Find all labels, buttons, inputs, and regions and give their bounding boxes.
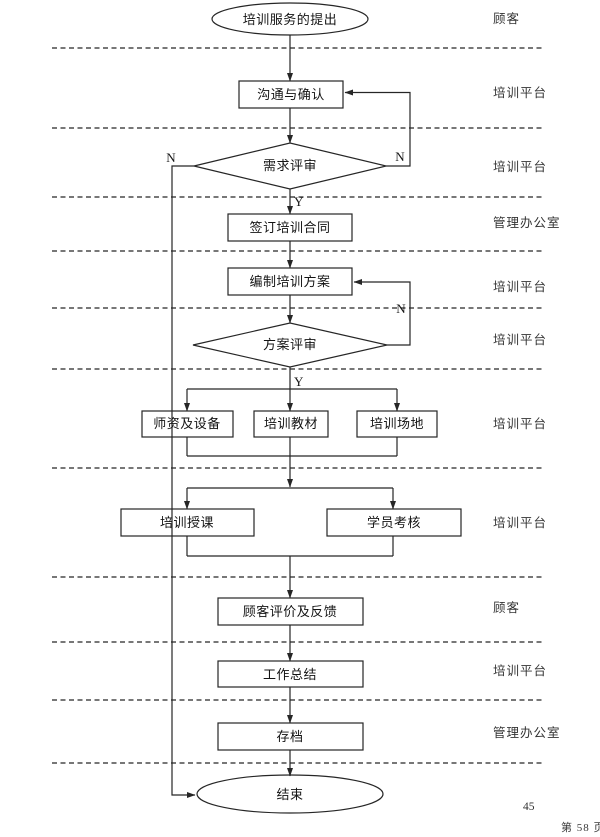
training-venue-box [356, 410, 438, 438]
sign-contract-label: 签订培训合同 [249, 220, 330, 235]
branch-labels: Y N N N Y [166, 149, 406, 389]
lane-label-office-1: 管理办公室 [493, 215, 561, 230]
training-lecture-label: 培训授课 [160, 515, 214, 530]
arrow-demand-no-to-end [171, 165, 196, 798]
lane-label-platform-3: 培训平台 [493, 279, 547, 294]
communicate-label: 沟通与确认 [257, 87, 325, 102]
lane-label-platform-7: 培训平台 [493, 663, 547, 678]
training-venue-label: 培训场地 [370, 416, 424, 431]
archive-box [217, 722, 364, 751]
lane-label-platform-2: 培训平台 [493, 159, 547, 174]
student-assessment-box [326, 508, 462, 537]
end-label: 结束 [276, 787, 303, 802]
prepare-plan-label: 编制培训方案 [249, 274, 330, 289]
arrow-demand-no-to-communicate [344, 89, 411, 167]
training-materials-label: 培训教材 [264, 416, 318, 431]
plan-no-label: N [396, 301, 406, 316]
plan-review-label: 方案评审 [263, 337, 317, 352]
work-summary-label: 工作总结 [263, 667, 317, 682]
footer-page-label: 第 58 页 [561, 820, 600, 834]
lane-label-platform-4: 培训平台 [493, 332, 547, 347]
prepare-plan-box [227, 267, 353, 296]
lane-label-customer-1: 顾客 [493, 11, 520, 26]
demand-no-right-label: N [395, 149, 405, 164]
lane-label-customer-2: 顾客 [493, 600, 520, 615]
teachers-equipment-box [141, 410, 234, 438]
demand-review-label: 需求评审 [263, 158, 317, 173]
lane-label-platform-5: 培训平台 [493, 416, 547, 431]
teachers-equipment-label: 师资及设备 [153, 416, 221, 431]
arrow-review-no-to-plan [353, 279, 411, 346]
communicate-box [238, 80, 344, 109]
archive-label: 存档 [276, 729, 303, 744]
work-summary-box [217, 660, 364, 688]
lane-label-office-2: 管理办公室 [493, 725, 561, 740]
demand-yes-label: Y [294, 194, 304, 209]
lane-labels: 顾客 培训平台 培训平台 管理办公室 培训平台 培训平台 培训平台 培训平台 顾… [493, 11, 561, 740]
flowchart-shapes [120, 2, 462, 814]
start-label: 培训服务的提出 [243, 12, 338, 27]
student-assessment-label: 学员考核 [367, 515, 421, 530]
page-number: 45 [523, 801, 535, 813]
training-materials-box [253, 410, 329, 438]
lane-dividers [52, 47, 545, 764]
lane-label-platform-1: 培训平台 [493, 85, 547, 100]
flowchart-connectors [171, 35, 411, 798]
demand-no-left-label: N [166, 150, 176, 165]
lane-label-platform-6: 培训平台 [493, 515, 547, 530]
flowchart-node-labels: 培训服务的提出 沟通与确认 需求评审 签订培训合同 编制培训方案 方案评审 师资… [153, 12, 424, 802]
customer-feedback-label: 顾客评价及反馈 [243, 604, 338, 619]
customer-feedback-box [217, 597, 364, 626]
plan-yes-label: Y [294, 374, 304, 389]
